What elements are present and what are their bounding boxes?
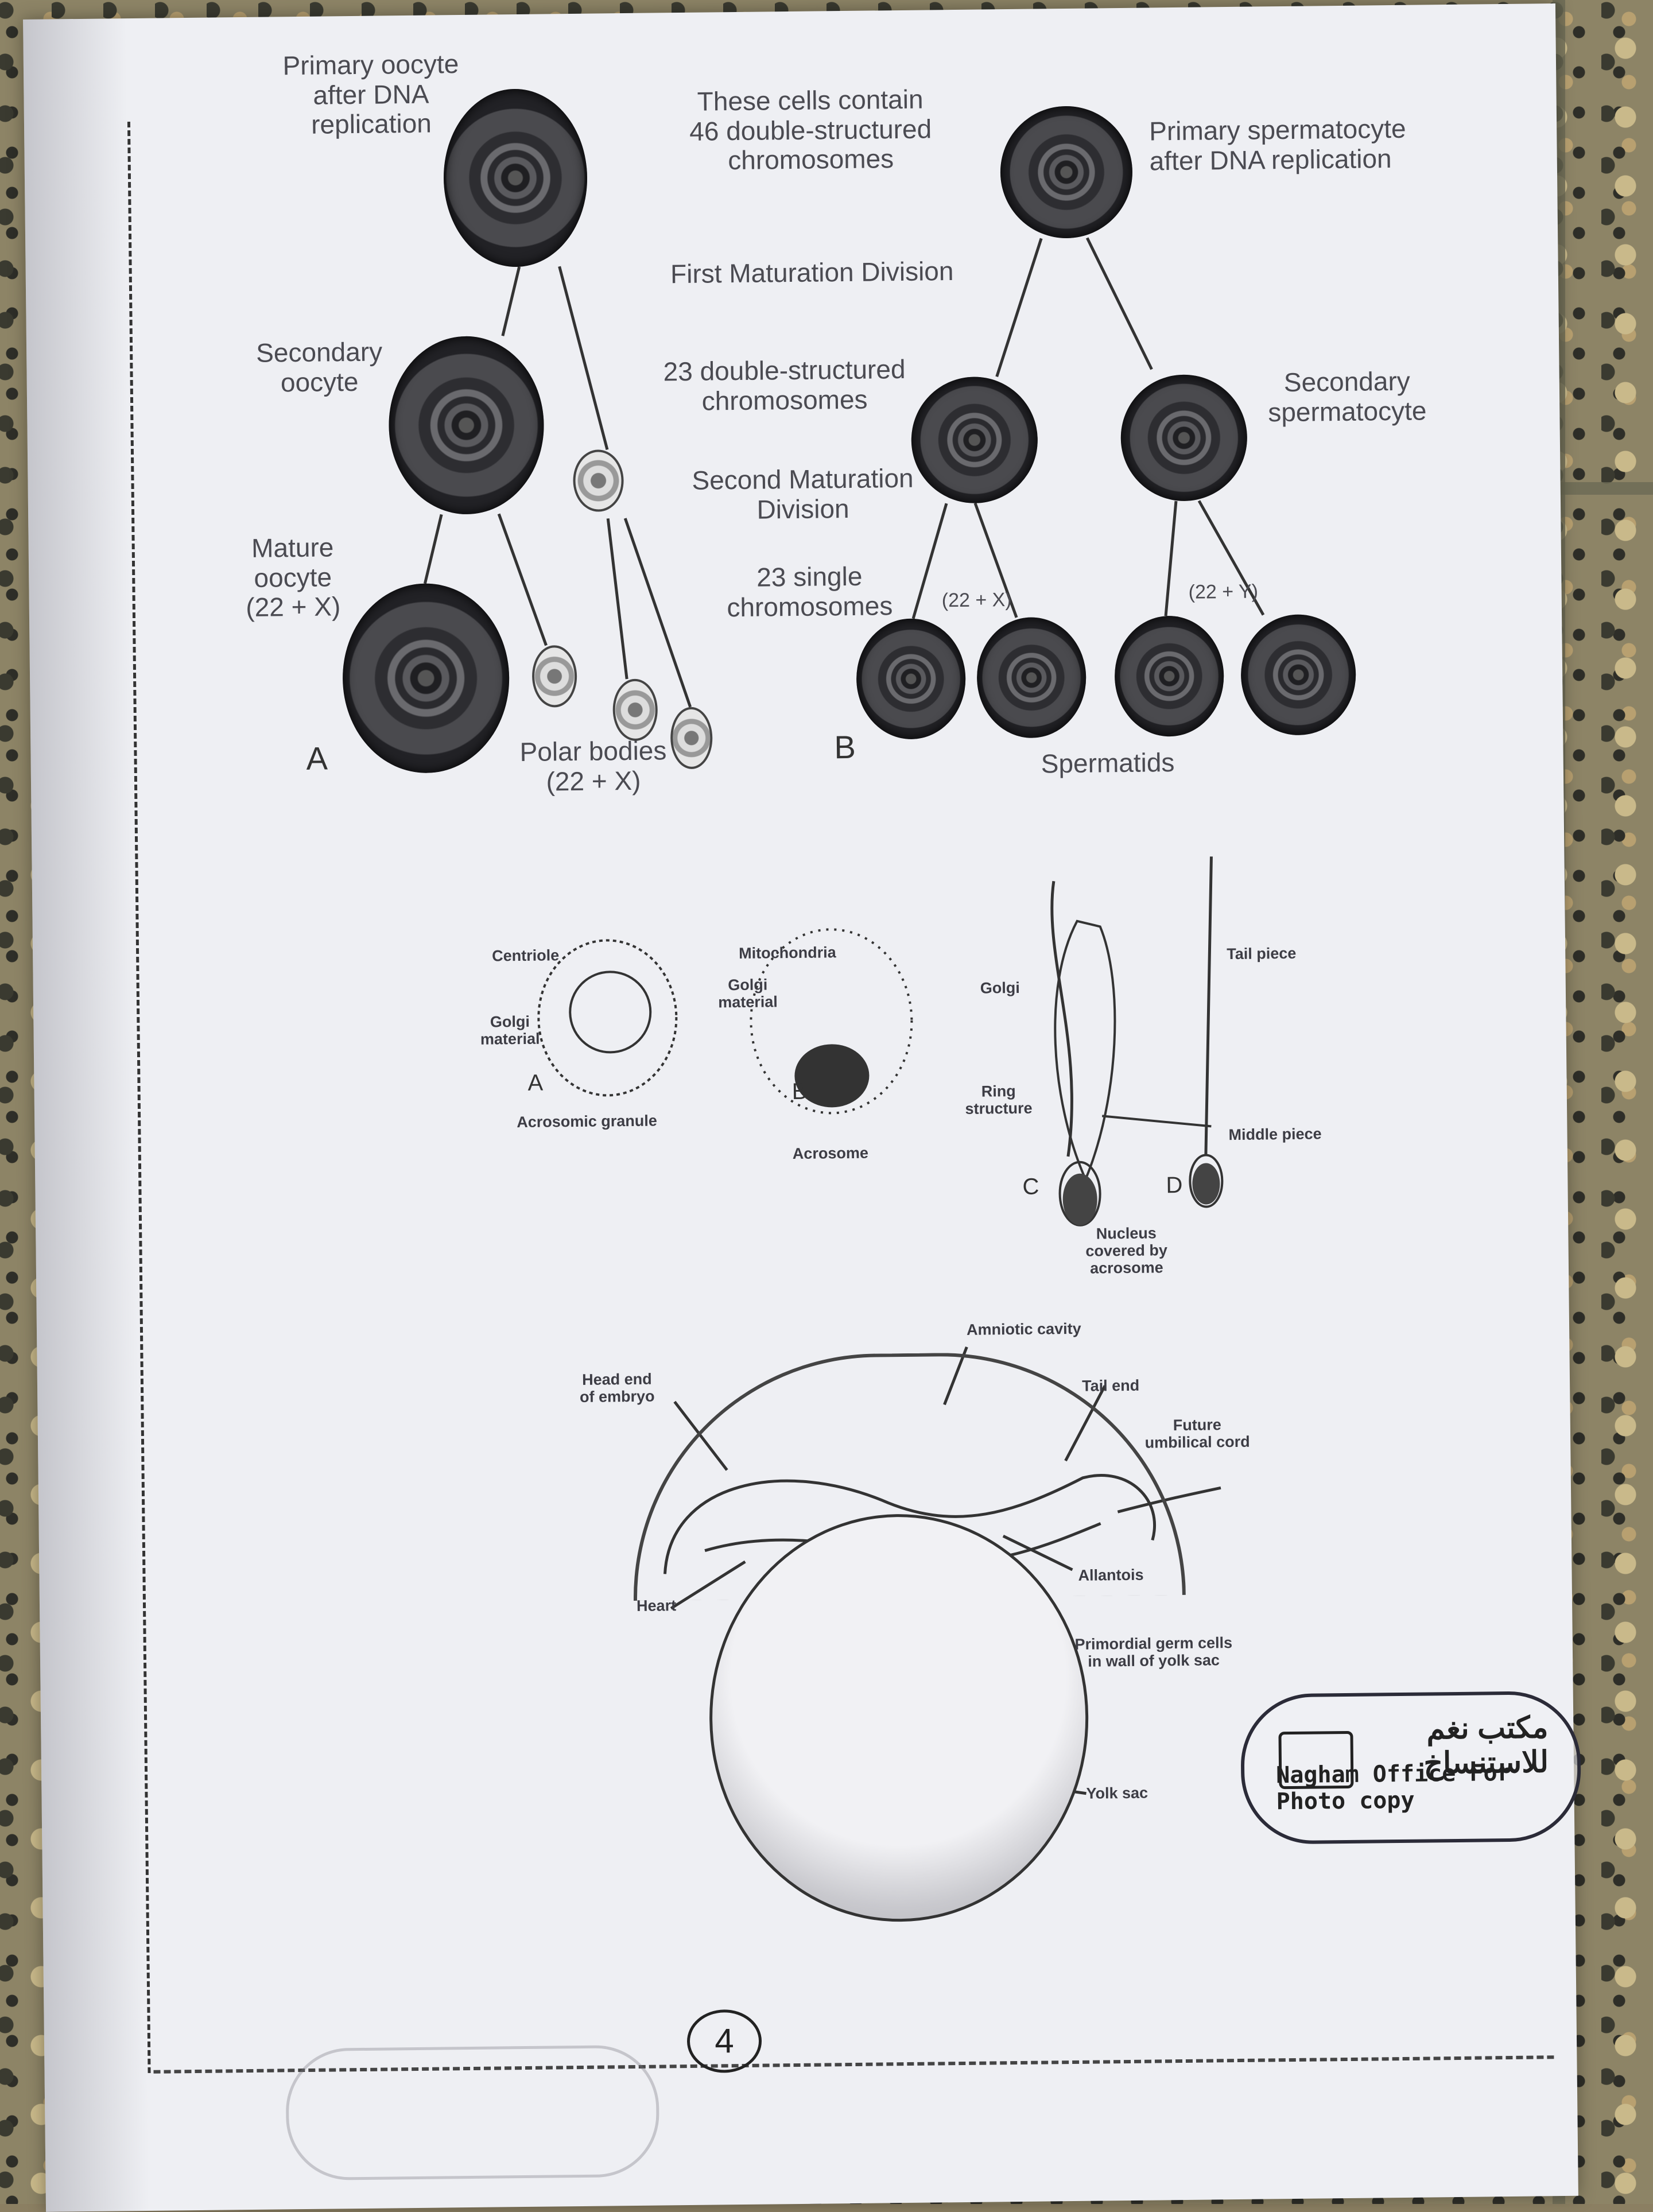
faded-stamp-mark: [285, 2044, 660, 2181]
label-tail-piece: Tail piece: [1227, 944, 1297, 963]
stage-letter-c: C: [1022, 1174, 1039, 1200]
label-heart: Heart: [636, 1597, 677, 1615]
label-secondary-spermatocyte: Secondary spermatocyte: [1268, 366, 1427, 427]
label-mature-oocyte: Mature oocyte (22 + X): [246, 532, 341, 622]
label-golgi-a: Golgi material: [480, 1012, 540, 1048]
secondary-spermatocyte-cell: [910, 376, 1038, 504]
label-golgi-b: Golgi material: [718, 976, 778, 1011]
label-allantois: Allantois: [1078, 1566, 1144, 1584]
label-22-x: (22 + X): [941, 588, 1012, 612]
panel-letter-a: A: [306, 740, 328, 777]
diagram-lines: [423, 237, 1265, 1795]
mature-oocyte-cell: [342, 583, 510, 774]
spermatid-cell: [856, 618, 967, 740]
label-golgi: Golgi: [980, 979, 1020, 997]
secondary-oocyte-cell: [387, 335, 545, 515]
label-second-division: Second Maturation Division: [692, 463, 914, 525]
paper-sheet: Primary oocyte after DNA replication Sec…: [23, 3, 1582, 2212]
spermatid-cell: [1114, 615, 1225, 738]
spermatid-cell: [1240, 614, 1357, 736]
polar-body: [612, 678, 658, 742]
label-double-23: 23 double-structured chromosomes: [663, 354, 906, 416]
label-secondary-oocyte: Secondary oocyte: [255, 336, 383, 397]
label-head-end: Head end of embryo: [579, 1370, 655, 1406]
label-nucleus: Nucleus covered by acrosome: [1085, 1224, 1168, 1278]
stage-letter-a: A: [527, 1070, 544, 1096]
label-germ-cells: Primordial germ cells in wall of yolk sa…: [1074, 1634, 1233, 1670]
label-acrosomic-granule: Acrosomic granule: [517, 1112, 657, 1131]
label-acrosome: Acrosome: [792, 1144, 869, 1163]
label-umbilical-cord: Future umbilical cord: [1144, 1416, 1250, 1452]
label-22-y: (22 + Y): [1188, 580, 1259, 603]
stage-letter-b: B: [791, 1078, 808, 1105]
yolk-sac-shape: [707, 1512, 1091, 1924]
label-mitochondria: Mitochondria: [739, 944, 836, 963]
polar-body: [531, 645, 577, 708]
label-middle-piece: Middle piece: [1228, 1125, 1322, 1144]
stamp-english-text: Nagham Office For Photo copy: [1275, 1760, 1511, 1815]
label-amniotic-cavity: Amniotic cavity: [966, 1320, 1081, 1338]
label-single-23: 23 single chromosomes: [727, 561, 893, 622]
label-cells-contain: These cells contain 46 double-structured…: [689, 84, 932, 176]
label-spermatids: Spermatids: [1041, 747, 1175, 779]
secondary-spermatocyte-cell: [1120, 374, 1248, 502]
label-first-division: First Maturation Division: [670, 256, 954, 289]
office-stamp: مكتب نغم للاستنساخ Nagham Office For Pho…: [1240, 1690, 1582, 1845]
polar-body: [572, 449, 624, 512]
label-yolk-sac: Yolk sac: [1086, 1784, 1148, 1802]
label-centriole: Centriole: [492, 946, 560, 965]
label-tail-end: Tail end: [1081, 1376, 1140, 1395]
label-primary-spermatocyte: Primary spermatocyte after DNA replicati…: [1148, 113, 1406, 176]
stage-letter-d: D: [1166, 1172, 1183, 1198]
label-primary-oocyte: Primary oocyte after DNA replication: [282, 49, 459, 139]
primary-spermatocyte-cell: [999, 105, 1134, 239]
label-polar-bodies: Polar bodies (22 + X): [519, 735, 667, 797]
spermatid-cell: [976, 616, 1087, 739]
label-ring-structure: Ring structure: [965, 1082, 1033, 1118]
panel-letter-b: B: [834, 728, 856, 766]
